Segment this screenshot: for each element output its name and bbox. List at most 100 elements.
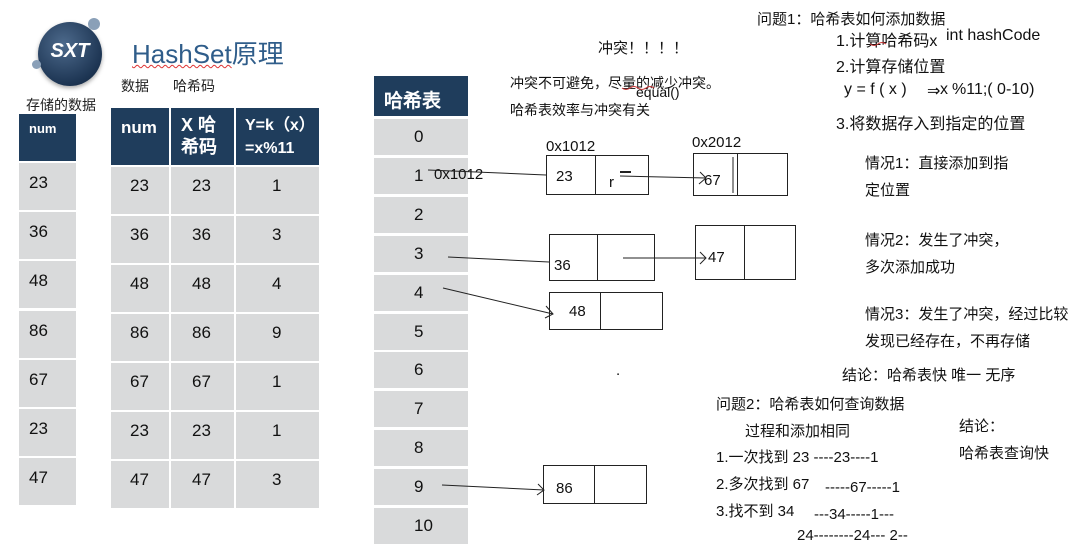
hash-bucket-4: 4 bbox=[374, 274, 468, 311]
not-found-trace: ---34-----1--- bbox=[814, 506, 894, 523]
conclusion-2-label: 结论： bbox=[959, 418, 1005, 435]
case-3-line2: 发现已经存在，不再存储 bbox=[865, 333, 1031, 350]
page-title: HashSet原理 bbox=[132, 34, 284, 71]
collision-note: 冲突！！！！ bbox=[598, 40, 689, 57]
collision-unavoidable-note: 冲突不可避免，尽量的减少冲突。 bbox=[510, 75, 720, 91]
calc-cell-x: 67 bbox=[171, 363, 234, 410]
node-47 bbox=[695, 225, 796, 280]
calc-cell-y: 1 bbox=[236, 363, 319, 410]
arrow-bucket3-to-node36 bbox=[447, 256, 550, 263]
title-prefix: HashSet bbox=[132, 39, 232, 69]
case-1-line2: 定位置 bbox=[865, 182, 911, 199]
hash-table-header: 哈希表 bbox=[374, 76, 468, 116]
calc-cell-num: 36 bbox=[111, 216, 169, 263]
calc-value-x: 67 bbox=[192, 372, 211, 391]
hash-bucket-9: 9 bbox=[374, 469, 468, 506]
calc-cell-num: 23 bbox=[111, 167, 169, 214]
calc-cell-num: 48 bbox=[111, 265, 169, 312]
hash-bucket-6: 6 bbox=[374, 352, 468, 389]
bucket-address: 0x1012 bbox=[434, 166, 484, 183]
arrow-head bbox=[698, 171, 707, 185]
arrow-bucket1-to-node23 bbox=[427, 169, 547, 176]
title-suffix: 原理 bbox=[231, 39, 284, 69]
logo-dot bbox=[32, 60, 41, 69]
calc-cell-x: 86 bbox=[171, 314, 234, 361]
stored-data-label: 存储的数据 bbox=[26, 97, 96, 113]
hash-bucket-0: 0 bbox=[374, 119, 468, 155]
arrow-head bbox=[699, 251, 707, 265]
calc-value-num: 47 bbox=[130, 470, 149, 489]
logo: SXT bbox=[32, 18, 102, 86]
node-47-value: 47 bbox=[708, 249, 725, 266]
calc-cell-num: 86 bbox=[111, 314, 169, 361]
stored-value-cell: 47 bbox=[19, 458, 76, 505]
calc-value-x: 23 bbox=[192, 421, 211, 440]
conclusion-1: 结论：哈希表快 唯一 无序 bbox=[842, 367, 1016, 384]
calc-header-x: X 哈 希码 bbox=[171, 108, 234, 165]
node-48-value: 48 bbox=[569, 303, 586, 320]
stored-value: 48 bbox=[29, 271, 48, 290]
calc-cell-x: 48 bbox=[171, 265, 234, 312]
calc-cell-x: 23 bbox=[171, 412, 234, 459]
data-label: 数据 bbox=[121, 78, 149, 94]
calc-header-y-line1: Y=k（x） bbox=[245, 117, 315, 134]
stored-value-cell: 23 bbox=[19, 163, 76, 210]
node-36-value: 36 bbox=[554, 257, 571, 274]
calc-value-y: 1 bbox=[272, 421, 282, 440]
hash-bucket-8: 8 bbox=[374, 430, 468, 467]
calc-value-num: 86 bbox=[130, 323, 149, 342]
node-67-value: 67 bbox=[704, 172, 721, 189]
hash-bucket-2: 2 bbox=[374, 196, 468, 233]
stored-value: 86 bbox=[29, 321, 48, 340]
calc-cell-y: 9 bbox=[236, 314, 319, 361]
node-48 bbox=[549, 292, 663, 330]
wavy-underline bbox=[621, 86, 655, 90]
calc-value-x: 48 bbox=[192, 274, 211, 293]
stored-value-cell: 86 bbox=[19, 311, 76, 358]
calc-cell-num: 23 bbox=[111, 412, 169, 459]
arrow-node23-to-node67 bbox=[619, 175, 707, 179]
find-multiple: 2.多次找到 67 bbox=[716, 476, 810, 493]
calc-header-x-line2: 希码 bbox=[181, 137, 217, 157]
calc-cell-y: 1 bbox=[236, 412, 319, 459]
logo-text: SXT bbox=[50, 40, 90, 62]
node-86-value: 86 bbox=[556, 480, 573, 497]
calc-value-y: 9 bbox=[272, 323, 282, 342]
wavy-underline bbox=[869, 42, 887, 46]
stored-value-cell: 36 bbox=[19, 212, 76, 259]
step-1: 1.计算哈希码x bbox=[836, 33, 938, 50]
equal-note: equal() bbox=[636, 84, 680, 100]
case-3-line1: 情况3：发生了冲突，经过比较 bbox=[865, 306, 1069, 323]
calc-value-num: 23 bbox=[130, 176, 149, 195]
calc-header-y: Y=k（x） =x%11 bbox=[236, 108, 319, 165]
case-2-line2: 多次添加成功 bbox=[865, 259, 956, 276]
step-3: 3.将数据存入到指定的位置 bbox=[836, 116, 1026, 133]
arrow-head bbox=[536, 483, 545, 496]
stored-value: 47 bbox=[29, 468, 48, 487]
node-86 bbox=[543, 465, 647, 504]
find-once: 1.一次找到 23 ----23----1 bbox=[716, 449, 879, 466]
calc-value-num: 67 bbox=[130, 372, 149, 391]
arrow-head bbox=[544, 305, 554, 319]
calc-cell-num: 47 bbox=[111, 461, 169, 508]
hash-bucket-10: 10 bbox=[374, 508, 468, 544]
stored-value: 23 bbox=[29, 173, 48, 192]
calc-value-x: 47 bbox=[192, 470, 211, 489]
case-1-line1: 情况1：直接添加到指 bbox=[865, 155, 1009, 172]
calc-value-y: 1 bbox=[272, 372, 282, 391]
calc-value-x: 36 bbox=[192, 225, 211, 244]
arrow-bucket9-to-node86 bbox=[441, 484, 545, 491]
calc-cell-y: 3 bbox=[236, 461, 319, 508]
calc-value-num: 23 bbox=[130, 421, 149, 440]
not-found: 3.找不到 34 bbox=[716, 503, 795, 520]
stored-value: 67 bbox=[29, 370, 48, 389]
question-2: 问题2：哈希表如何查询数据 bbox=[716, 396, 905, 413]
calc-value-x: 86 bbox=[192, 323, 211, 342]
stored-value-cell: 23 bbox=[19, 409, 76, 456]
case-2-line1: 情况2：发生了冲突， bbox=[865, 232, 1009, 249]
node-address-1: 0x1012 bbox=[546, 138, 596, 155]
node-67 bbox=[693, 153, 788, 196]
logo-dot bbox=[88, 18, 100, 30]
formula-x: x bbox=[940, 81, 948, 98]
